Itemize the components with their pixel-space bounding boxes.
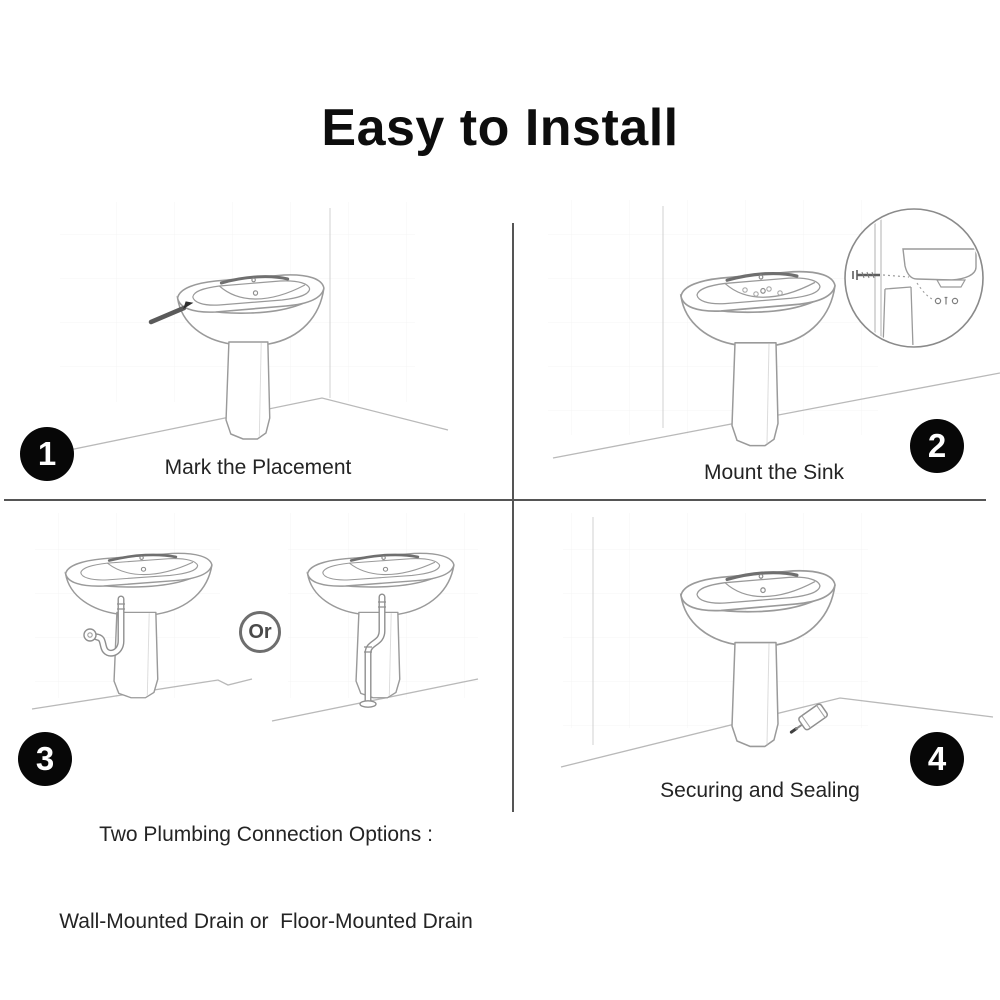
floor-lines [560,697,994,768]
p-trap-wall-drain-pipe [83,595,125,657]
step3-caption-line2: Wall-Mounted Drain or Floor-Mounted Drai… [59,910,473,933]
or-label: Or [248,620,272,643]
floor-lines-right [271,678,479,722]
caulk-tube-icon [789,703,829,734]
step3-caption-line1: Two Plumbing Connection Options : [99,823,433,846]
or-badge: Or [239,611,281,653]
leader-dashed-line [882,274,910,278]
wall-anchor-screw-icon [852,270,880,280]
step1-caption: Mark the Placement [164,456,352,479]
horizontal-divider [4,499,986,501]
step4-caption: Securing and Sealing [660,779,860,802]
step2-illustration [548,200,1000,459]
step2-caption: Mount the Sink [703,461,845,484]
fastener-parts-icons [934,296,959,305]
step-badge-2: 2 [910,419,964,473]
step3-illustration [31,513,479,722]
leader-dashed-line-2 [916,282,933,300]
step-number: 4 [927,740,947,777]
step3-caption: Two Plumbing Connection Options : Wall-M… [26,762,506,994]
step-badge-1: 1 [20,427,74,481]
s-trap-floor-drain-pipe [359,593,386,708]
step-number: 3 [35,740,55,777]
vertical-divider [512,223,514,812]
page-title: Easy to Install [321,99,679,157]
step-badge-4: 4 [910,732,964,786]
detail-zoom-circle [844,208,984,348]
step-badge-3: 3 [18,732,72,786]
floor-lines [44,397,449,456]
floor-lines [552,372,1000,459]
mounting-dots [742,286,783,297]
step-number: 2 [927,427,947,464]
sink-side-profile [882,248,977,345]
wall-lines [874,211,882,345]
step4-illustration [560,513,994,768]
step-number: 1 [37,435,57,472]
step1-illustration [44,202,449,456]
marking-pencil-icon [148,301,194,325]
